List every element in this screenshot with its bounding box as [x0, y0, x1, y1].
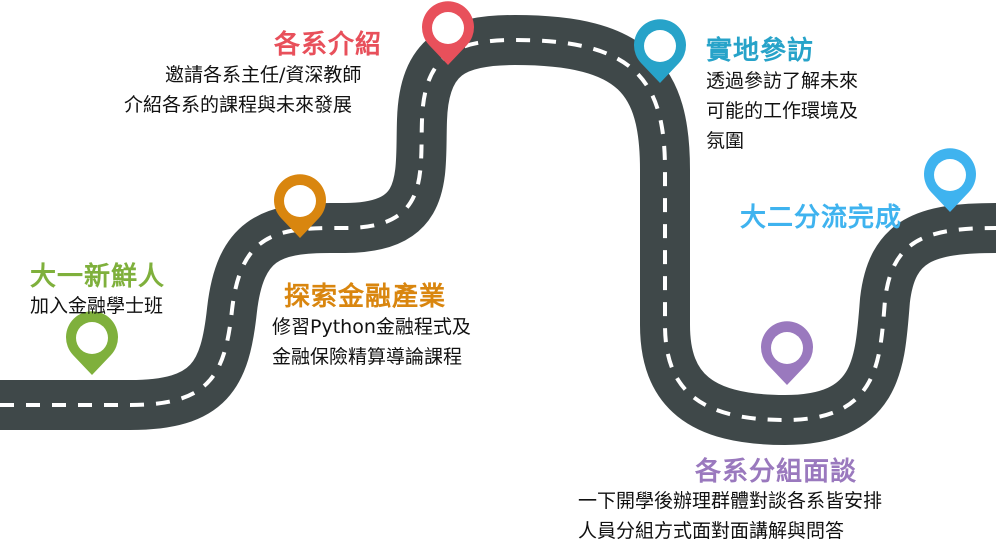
- desc-line: 透過參訪了解未來: [706, 70, 859, 92]
- pin-hole: [76, 322, 108, 354]
- desc-line: 邀請各系主任/資深教師: [165, 64, 362, 86]
- pin-hole: [934, 159, 966, 191]
- desc-line: 人員分組方式面對面講解與問答: [578, 520, 845, 542]
- desc-line: 修習Python金融程式及: [272, 316, 471, 338]
- milestone-title-interview: 各系分組面談: [695, 457, 858, 487]
- milestone-desc-explore: 修習Python金融程式及 金融保險精算導論課程: [272, 312, 471, 372]
- milestone-desc-interview: 一下開學後辦理群體對談各系皆安排 人員分組方式面對面講解與問答: [578, 486, 882, 546]
- road-center-line: [0, 37, 996, 423]
- milestone-title-explore: 探索金融產業: [284, 282, 447, 312]
- desc-line: 氛圍: [706, 130, 745, 152]
- map-pin-icon: [66, 311, 118, 375]
- pin-hole: [284, 185, 316, 217]
- map-pin-icon: [274, 174, 326, 238]
- desc-line: 介紹各系的課程與未來發展: [124, 94, 353, 116]
- map-pin-icon: [761, 321, 813, 385]
- desc-line: 加入金融學士班: [30, 295, 164, 317]
- pin-hole: [644, 30, 676, 62]
- pin-hole: [432, 12, 464, 44]
- pin-hole: [771, 332, 803, 364]
- milestone-desc-freshman: 加入金融學士班: [30, 291, 163, 321]
- milestone-title-freshman: 大一新鮮人: [30, 262, 166, 292]
- milestone-desc-visit: 透過參訪了解未來 可能的工作環境及 氛圍: [706, 66, 858, 156]
- milestone-title-intro: 各系介紹: [274, 30, 383, 60]
- milestone-desc-intro: 邀請各系主任/資深教師 介紹各系的課程與未來發展: [124, 60, 362, 120]
- map-pin-icon: [634, 19, 686, 83]
- desc-line: 可能的工作環境及: [706, 100, 859, 122]
- desc-line: 一下開學後辦理群體對談各系皆安排: [578, 490, 883, 512]
- milestone-title-done: 大二分流完成: [740, 203, 903, 233]
- map-pin-icon: [924, 148, 976, 212]
- desc-line: 金融保險精算導論課程: [272, 346, 463, 368]
- map-pin-icon: [422, 1, 474, 65]
- milestone-title-visit: 實地參訪: [706, 36, 815, 66]
